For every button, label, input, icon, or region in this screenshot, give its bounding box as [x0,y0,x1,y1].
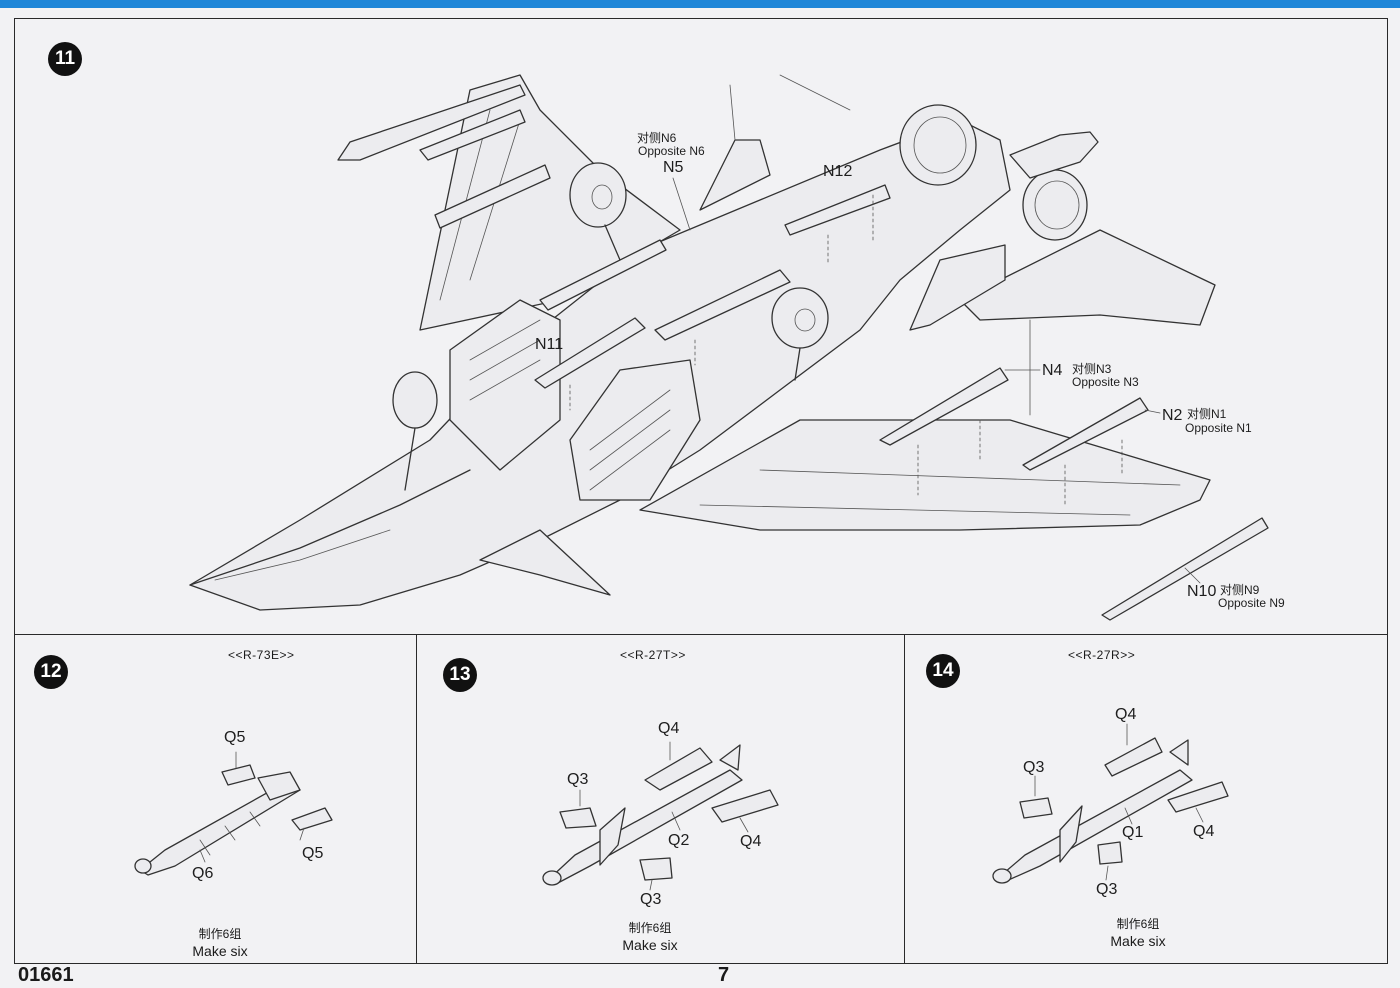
callout-n9-en: Opposite N9 [1218,596,1285,610]
callout-n4: N4 [1042,362,1063,379]
label-q3-bottom: Q3 [640,891,662,908]
label-q1: Q1 [1122,824,1144,841]
callout-n2: N2 [1162,407,1183,424]
step-13-title: <<R-27T>> [620,648,686,662]
label-q4-right: Q4 [740,833,762,850]
aircraft-drawing [189,74,1269,621]
label-q3-left: Q3 [1023,759,1045,776]
label-q4-top: Q4 [1115,706,1137,723]
callout-n12: N12 [823,163,853,180]
label-q4-right: Q4 [1193,823,1215,840]
make-six-cn: 制作6组 [198,927,242,941]
step-13-quantity: 制作6组 Make six [590,920,710,954]
callout-n6-en: Opposite N6 [638,144,705,158]
callout-n3-cn: 对侧N3 [1072,362,1112,376]
make-six-en: Make six [192,943,248,959]
r27r-missile-drawing [992,723,1229,884]
label-q4-top: Q4 [658,720,680,737]
page-number: 7 [718,964,730,986]
callout-n1-cn: 对侧N1 [1187,407,1227,421]
callout-n3-en: Opposite N3 [1072,375,1139,389]
label-q5-top: Q5 [224,729,246,746]
r27t-missile-drawing [542,741,779,891]
label-q5-bottom: Q5 [302,845,324,862]
callout-n1-en: Opposite N1 [1185,421,1252,435]
step-12-title: <<R-73E>> [228,648,295,662]
r73e-missile-drawing [134,751,333,876]
step-badge-14: 14 [926,654,960,688]
label-q3-left: Q3 [567,771,589,788]
kit-code: 01661 [18,964,74,986]
page-edge-strip [0,0,1400,8]
step-11-frame [14,18,1388,964]
callout-n10: N10 [1187,583,1217,600]
make-six-cn: 制作6组 [1116,917,1160,931]
make-six-en: Make six [1110,933,1166,949]
label-q2: Q2 [668,832,690,849]
step-14-title: <<R-27R>> [1068,648,1136,662]
panel-divider-1 [416,634,417,964]
panel-divider-horizontal [14,634,1388,635]
make-six-en: Make six [622,937,678,953]
step-12-quantity: 制作6组 Make six [160,926,280,960]
label-q6: Q6 [192,865,214,882]
label-q3-bottom: Q3 [1096,881,1118,898]
step-badge-11: 11 [48,42,82,76]
callout-n5: N5 [663,159,684,176]
callout-n11: N11 [535,336,564,353]
step-14-quantity: 制作6组 Make six [1078,916,1198,950]
callout-n9-cn: 对侧N9 [1220,583,1260,597]
make-six-cn: 制作6组 [628,921,672,935]
callout-n6-cn: 对侧N6 [637,131,677,145]
step-badge-13: 13 [443,658,477,692]
panel-divider-2 [904,634,905,964]
step-badge-12: 12 [34,655,68,689]
